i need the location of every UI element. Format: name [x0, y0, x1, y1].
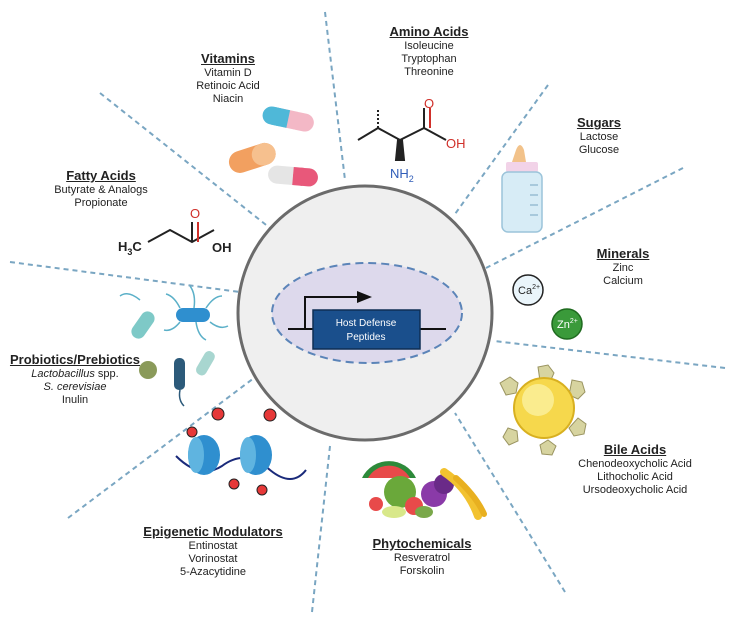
- divider-line: [324, 11, 346, 181]
- butyrate-oh: OH: [212, 240, 232, 255]
- item-italic: Lactobacillus: [31, 368, 95, 380]
- item: Glucose: [578, 144, 620, 156]
- divider-line: [493, 340, 726, 369]
- item-italic: S. cerevisiae: [43, 381, 107, 393]
- title-phytochemicals: Phytochemicals: [372, 536, 472, 551]
- item: Isoleucine: [404, 40, 454, 52]
- isoleucine-structure: [357, 108, 447, 161]
- item: Lactobacillus spp.: [2, 368, 148, 381]
- item: Vitamin D: [204, 67, 252, 79]
- label-bile-acids: Bile Acids Chenodeoxycholic Acid Lithoch…: [570, 442, 700, 497]
- title-minerals: Minerals: [596, 246, 650, 261]
- item: Tryptophan: [401, 53, 457, 65]
- promoter-arrowhead: [357, 291, 372, 303]
- divider-line: [485, 167, 684, 269]
- item: Vorinostat: [188, 553, 238, 565]
- baby-bottle-icon: [501, 145, 543, 233]
- produce-illustration: [362, 461, 487, 520]
- isoleucine-oh: OH: [446, 136, 466, 151]
- isoleucine-nh2: NH2: [390, 166, 414, 184]
- divider-line: [67, 377, 255, 519]
- gene-label-line1: Host Defense: [336, 318, 397, 329]
- pill-pink-white: [268, 165, 318, 187]
- pill-blue-pink: [262, 106, 314, 132]
- item: Resveratrol: [393, 552, 451, 564]
- divider-line: [9, 261, 241, 293]
- svg-text:Zn2+: Zn2+: [557, 318, 578, 331]
- butyrate-o: O: [190, 206, 200, 221]
- item-suffix: spp.: [94, 368, 119, 380]
- label-amino-acids: Amino Acids Isoleucine Tryptophan Threon…: [376, 24, 482, 79]
- pill-orange: [228, 142, 276, 173]
- item: Inulin: [61, 394, 89, 406]
- item: Calcium: [603, 275, 643, 287]
- title-fatty-acids: Fatty Acids: [66, 168, 136, 183]
- item: Retinoic Acid: [196, 80, 260, 92]
- title-bile-acids: Bile Acids: [603, 442, 667, 457]
- bacterium-rod: [131, 311, 155, 339]
- item: Forskolin: [399, 565, 445, 577]
- bacterium-flagellated: [176, 308, 210, 322]
- item: Propionate: [74, 197, 128, 209]
- svg-text:Ca2+: Ca2+: [518, 284, 540, 297]
- microbes-illustration: [119, 285, 229, 407]
- gene-box: [312, 309, 421, 350]
- bacterium-dark: [174, 358, 185, 390]
- label-fatty-acids: Fatty Acids Butyrate & Analogs Propionat…: [46, 168, 156, 210]
- nucleosome-illustration: [175, 407, 307, 496]
- item: Zinc: [612, 262, 634, 274]
- item: Entinostat: [188, 540, 238, 552]
- bile-micelle-icon: [499, 364, 587, 456]
- item: 5-Azacytidine: [179, 566, 247, 578]
- item: Ursodeoxycholic Acid: [582, 484, 688, 496]
- item: Butyrate & Analogs: [54, 184, 148, 196]
- item: Chenodeoxycholic Acid: [578, 458, 692, 470]
- vitamin-pills: [228, 106, 318, 187]
- item: Lactose: [579, 131, 619, 143]
- butyrate-h3c: H3C: [118, 239, 142, 257]
- label-vitamins: Vitamins Vitamin D Retinoic Acid Niacin: [180, 51, 276, 106]
- label-minerals: Minerals Zinc Calcium: [580, 246, 666, 288]
- divider-line: [311, 445, 331, 613]
- yeast-cell: [139, 361, 157, 379]
- label-probiotics: Probiotics/Prebiotics Lactobacillus spp.…: [2, 352, 148, 407]
- calcium-ion-icon: Ca2+: [512, 274, 544, 306]
- promoter-arrow: [304, 296, 360, 329]
- title-sugars: Sugars: [576, 115, 622, 130]
- label-sugars: Sugars Lactose Glucose: [564, 115, 634, 157]
- radial-dividers: [9, 11, 726, 613]
- butyrate-structure: [147, 222, 215, 244]
- title-vitamins: Vitamins: [201, 51, 255, 66]
- title-epigenetic: Epigenetic Modulators: [143, 524, 283, 539]
- divider-line: [454, 412, 566, 593]
- title-amino-acids: Amino Acids: [389, 24, 469, 39]
- zinc-ion-icon: Zn2+: [551, 308, 583, 340]
- title-probiotics: Probiotics/Prebiotics: [9, 352, 141, 367]
- bacterium-pale: [196, 351, 215, 376]
- isoleucine-o: O: [424, 96, 434, 111]
- item: S. cerevisiae: [2, 381, 148, 394]
- item: Niacin: [212, 93, 244, 105]
- gene-label-line2: Peptides: [347, 332, 386, 343]
- item: Threonine: [404, 66, 454, 78]
- label-phytochemicals: Phytochemicals Resveratrol Forskolin: [362, 536, 482, 578]
- item: Lithocholic Acid: [597, 471, 673, 483]
- label-epigenetic: Epigenetic Modulators Entinostat Vorinos…: [138, 524, 288, 579]
- divider-line: [99, 92, 281, 237]
